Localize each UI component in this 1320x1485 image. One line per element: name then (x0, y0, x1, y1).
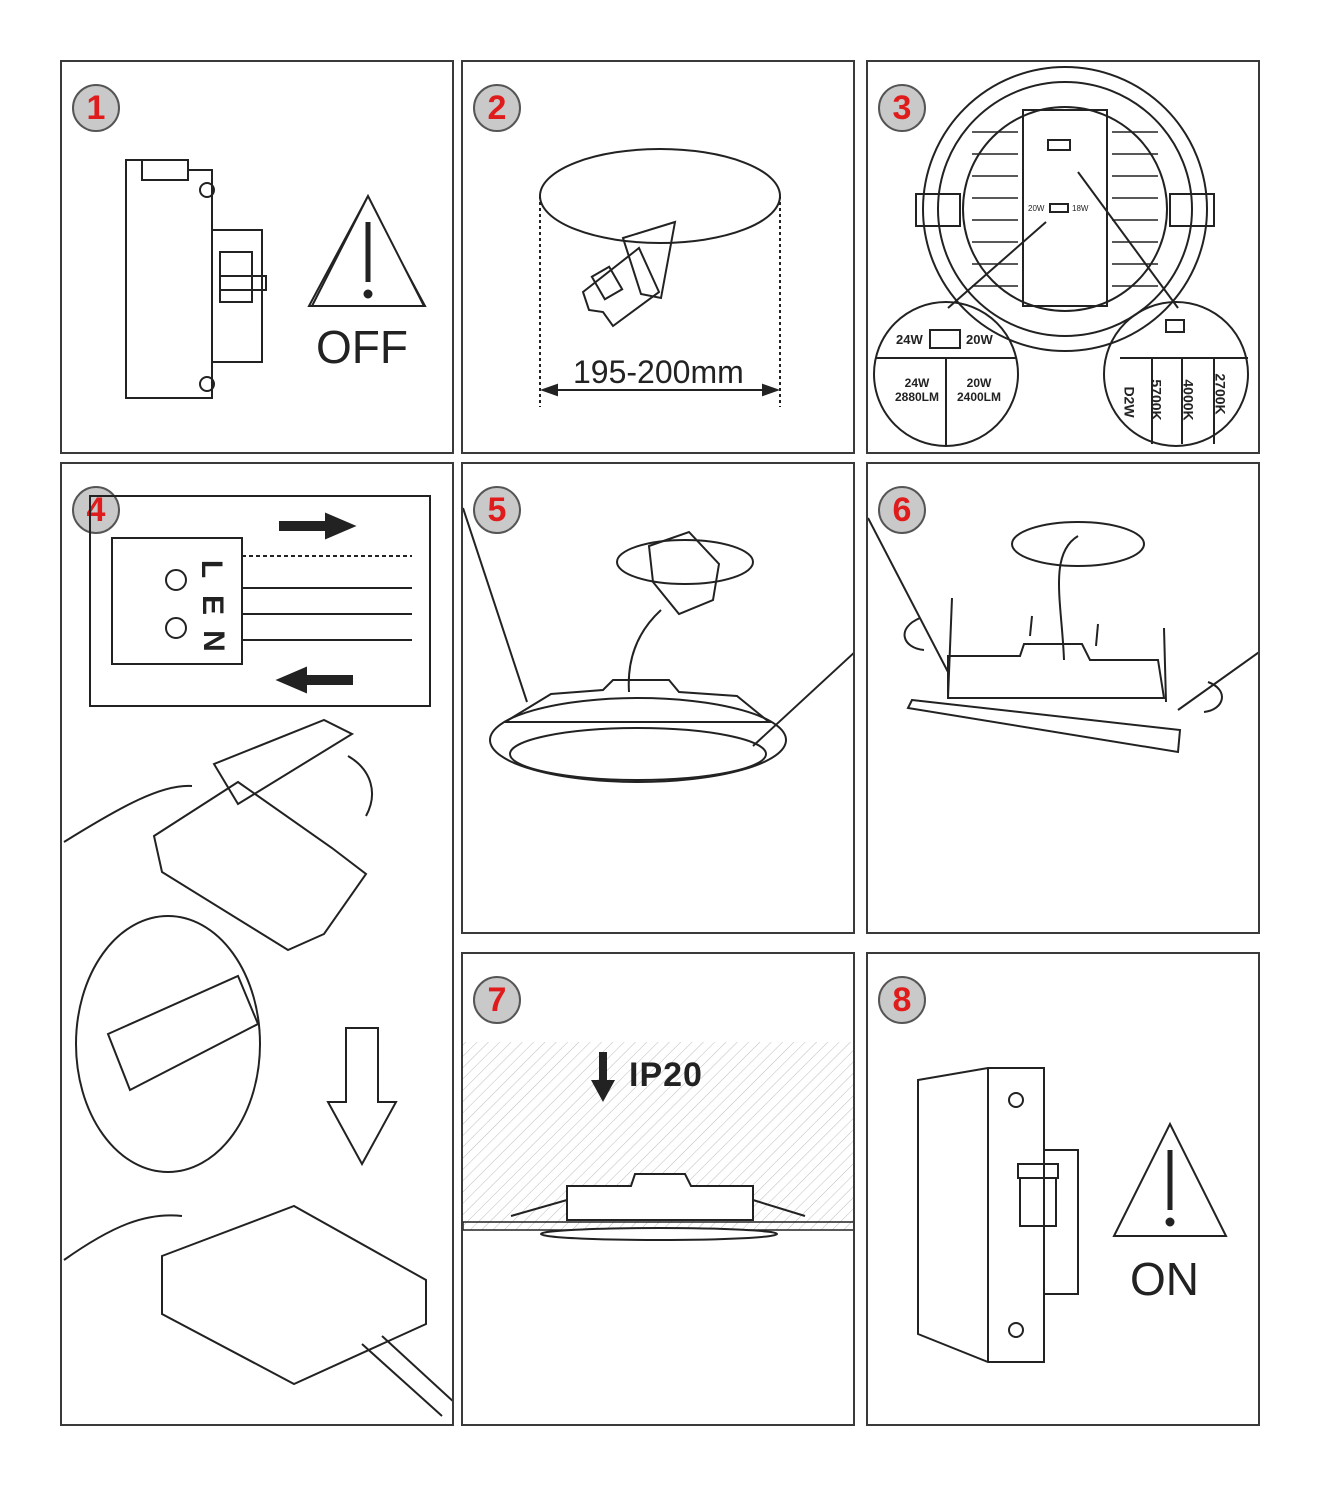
cct-option: 4000K (1180, 379, 1197, 421)
off-caption: OFF (316, 321, 408, 373)
power-cell-lumen: 2880LM (894, 390, 940, 404)
lamp-back-illustration (873, 66, 1249, 447)
breaker-off-illustration (125, 159, 427, 399)
step-number-badge: 1 (72, 84, 120, 132)
power-cell-20w: 20W 2400LM (950, 376, 1008, 404)
ceiling-installed-illustration (463, 1042, 853, 1241)
power-cell-watt: 24W (904, 376, 930, 390)
ip-rating: IP20 (629, 1056, 703, 1094)
step-1-panel: 1 OFF (60, 60, 454, 454)
cct-option: D2W (1121, 386, 1138, 418)
step-number-badge: 8 (878, 976, 926, 1024)
step-number-badge: 3 (878, 84, 926, 132)
step-8-panel: 8 ON (866, 952, 1260, 1426)
switch-left-label: 24W (896, 332, 923, 347)
on-caption: ON (1130, 1253, 1199, 1305)
power-cell-lumen: 2400LM (956, 390, 1002, 404)
inner-switch-left: 20W (1028, 204, 1045, 213)
warning-triangle-icon (1112, 1121, 1228, 1237)
step-number-badge: 7 (473, 976, 521, 1024)
cct-option: 2700K (1212, 373, 1229, 415)
step-number-badge: 2 (473, 84, 521, 132)
switch-right-label: 20W (966, 332, 993, 347)
step-number-badge: 6 (878, 486, 926, 534)
inner-switch-right: 18W (1072, 204, 1089, 213)
down-arrow-icon (591, 1052, 615, 1102)
terminal-label-l: L (195, 559, 229, 579)
step-3-panel: 3 (866, 60, 1260, 454)
step-4-panel: 4 (60, 462, 454, 1426)
terminal-label-n: N (196, 630, 230, 652)
spring-clips-illustration (868, 517, 1258, 754)
breaker-on-illustration (917, 1067, 1228, 1363)
step-number-badge: 4 (72, 486, 120, 534)
step-6-panel: 6 (866, 462, 1260, 934)
warning-triangle-icon (307, 193, 427, 307)
terminal-label-e: E (196, 594, 230, 616)
step-number-badge: 5 (473, 486, 521, 534)
cutout-dimension: 195-200mm (573, 354, 744, 390)
power-cell-24w: 24W 2880LM (892, 376, 942, 404)
insert-wiring-illustration (463, 507, 853, 783)
step-2-panel: 2 195-200mm (461, 60, 855, 454)
power-cell-watt: 20W (966, 376, 992, 390)
ceiling-cutout-illustration (539, 148, 781, 407)
step-7-panel: 7 IP20 (461, 952, 855, 1426)
step-5-panel: 5 (461, 462, 855, 934)
cct-option: 5700K (1148, 379, 1165, 421)
wiring-connector-illustration (63, 495, 452, 1417)
